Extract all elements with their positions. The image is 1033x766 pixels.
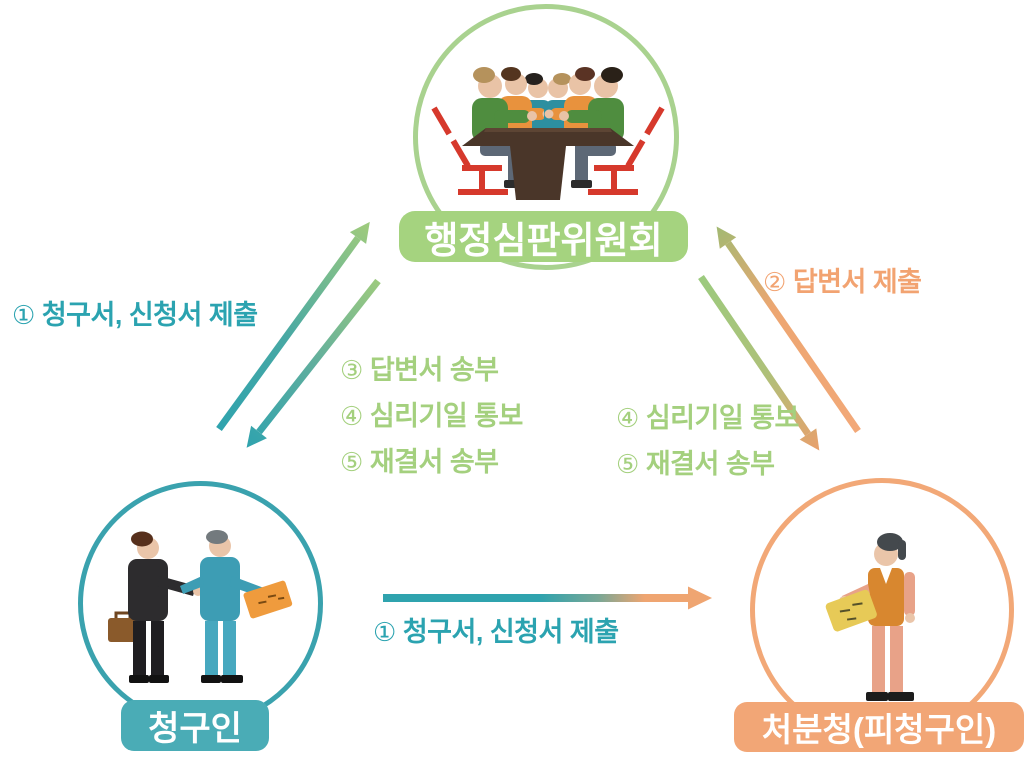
claimant-label-text: 청구인 bbox=[148, 710, 242, 748]
circled-number: ② bbox=[763, 267, 786, 297]
yellow-document-icon bbox=[825, 589, 877, 632]
right-chair-icon bbox=[588, 106, 665, 195]
committee-label: 행정심판위원회 bbox=[399, 211, 688, 262]
meeting-table-icon bbox=[428, 58, 668, 206]
arrow-committee-to-claimant bbox=[246, 278, 381, 448]
committee-label-text: 행정심판위원회 bbox=[424, 219, 663, 261]
arrow-committee-to-respondent bbox=[698, 275, 820, 451]
claimant-label: 청구인 bbox=[121, 700, 269, 751]
circled-number: ① bbox=[12, 300, 35, 330]
orange-document-icon bbox=[243, 580, 293, 619]
businessman-teal-suit-icon bbox=[180, 530, 293, 683]
circled-number: ④ bbox=[616, 403, 639, 433]
circled-number: ③ bbox=[340, 355, 363, 385]
circled-number: ④ bbox=[340, 401, 363, 431]
respondent-label: 처분청(피청구인) bbox=[734, 702, 1024, 752]
official-with-document-icon bbox=[820, 528, 940, 718]
respondent-label-text: 처분청(피청구인) bbox=[761, 711, 997, 748]
left-chair-icon bbox=[431, 106, 508, 195]
arrow-claimant-to-committee bbox=[216, 221, 370, 432]
circled-number: ⑤ bbox=[340, 447, 363, 477]
circled-number: ⑤ bbox=[616, 449, 639, 479]
arrow-respondent-to-committee bbox=[716, 226, 861, 433]
businessman-black-suit-icon bbox=[108, 531, 203, 683]
circled-number: ① bbox=[373, 617, 396, 647]
handshake-businessmen-icon bbox=[108, 528, 293, 690]
table-icon bbox=[462, 128, 634, 200]
arrow-claimant-to-respondent bbox=[383, 586, 712, 610]
